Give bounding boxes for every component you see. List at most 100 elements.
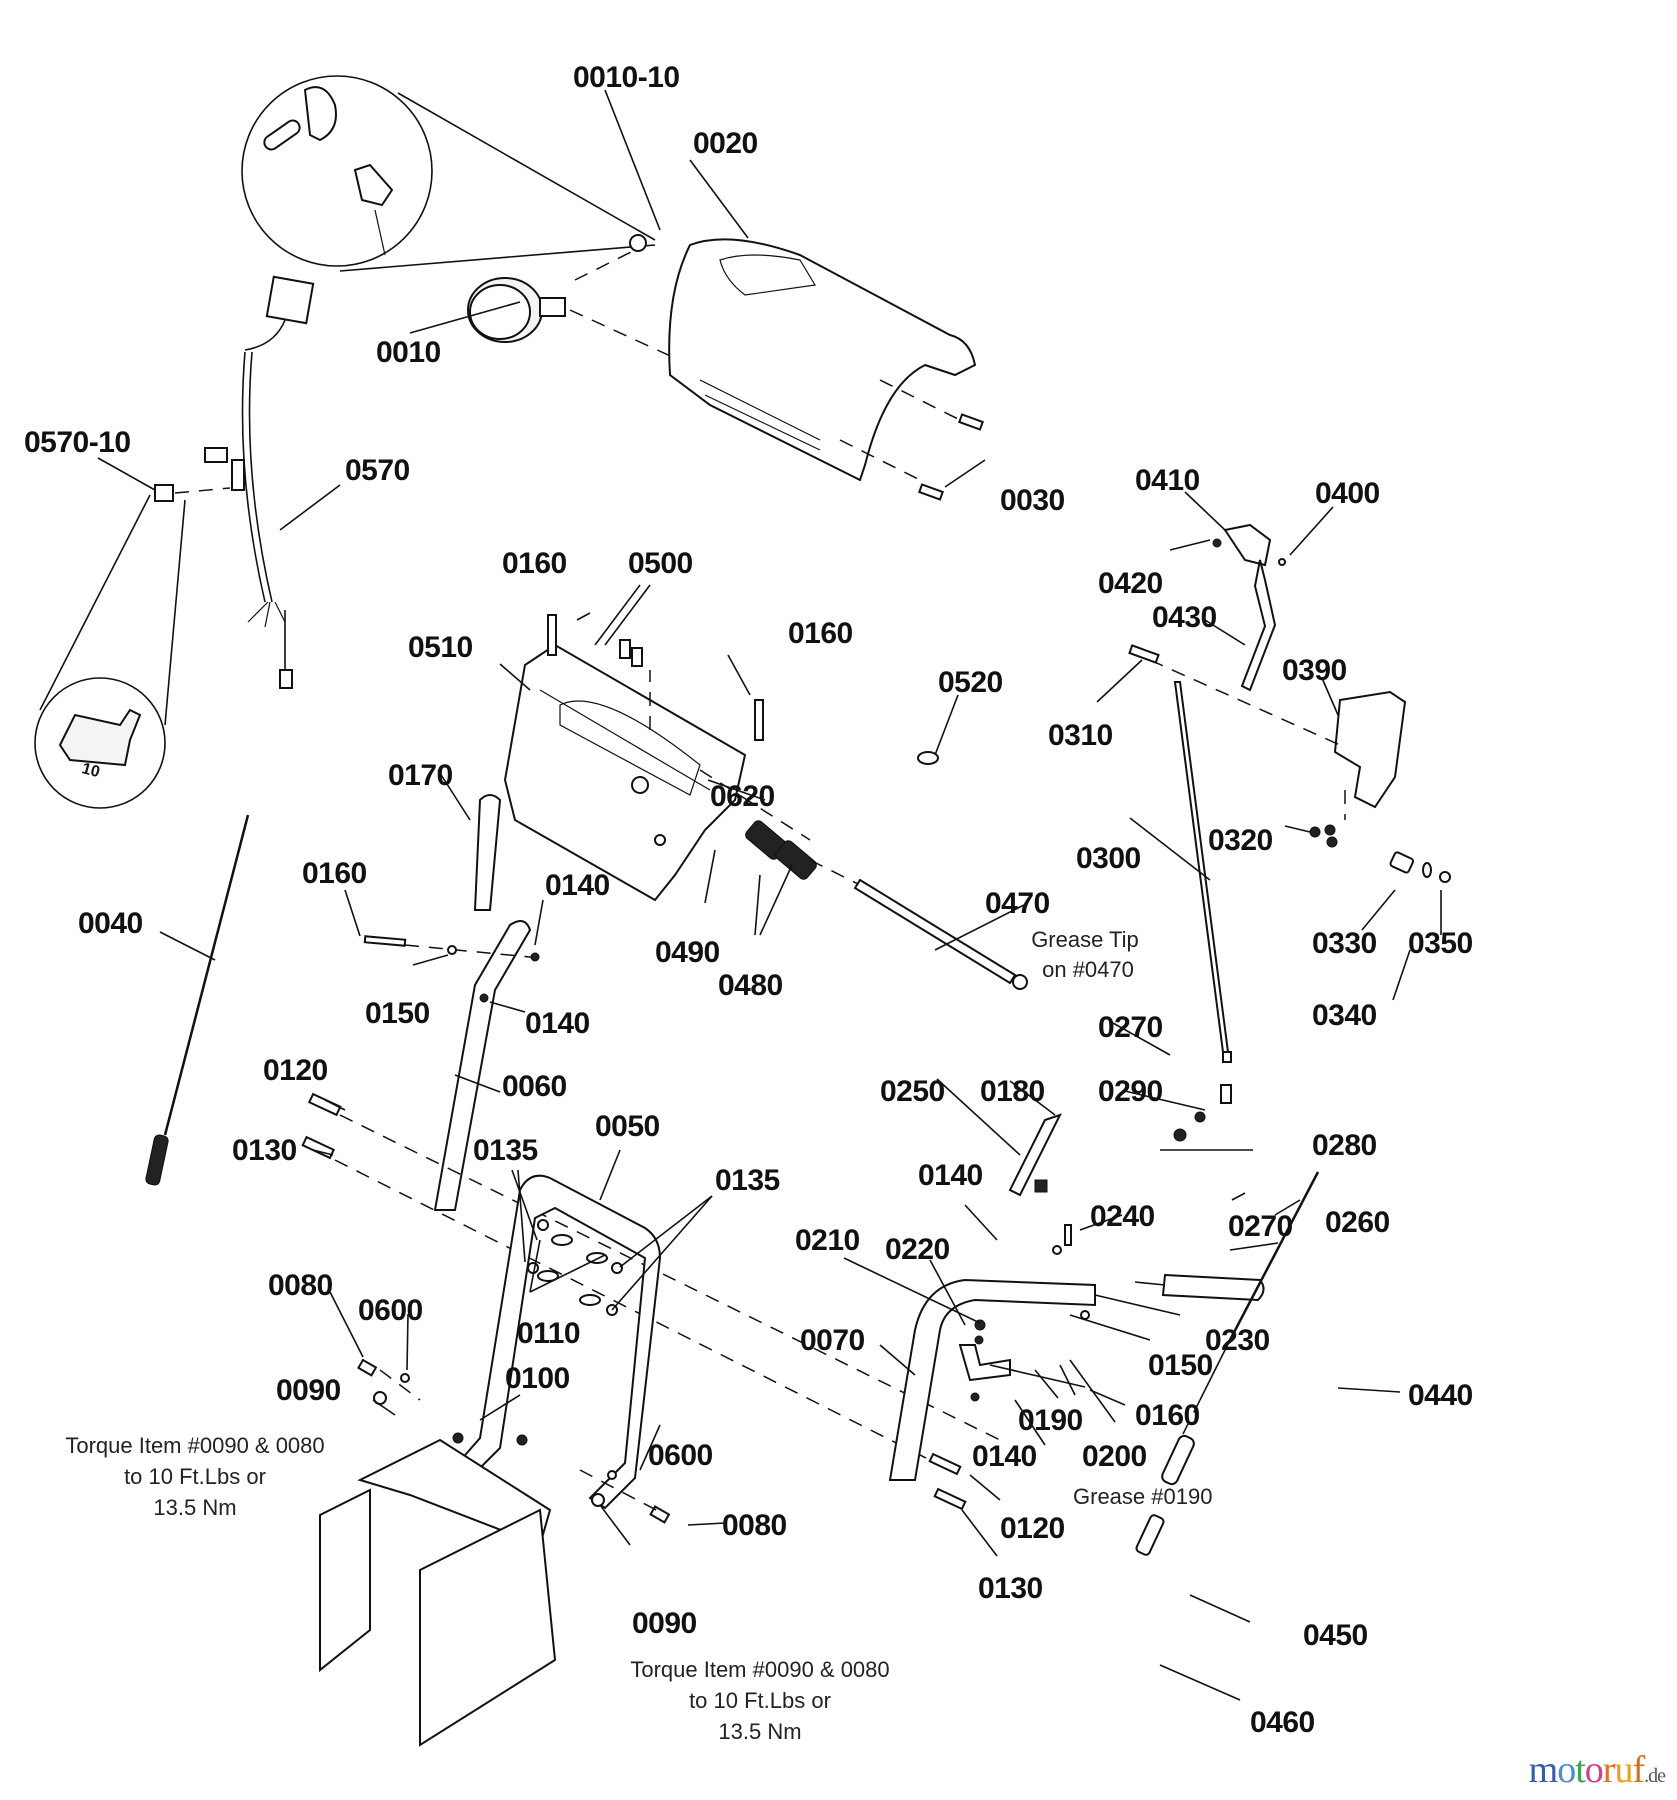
rod-fittings-0270-0290-0280	[1173, 1051, 1232, 1142]
watermark-letter: t	[1575, 1749, 1586, 1791]
callout-0150-a: 0150	[365, 997, 430, 1030]
callout-0010-10: 0010-10	[573, 61, 680, 94]
svg-text:Torque Item #0090 & 0080: Torque Item #0090 & 0080	[630, 1657, 889, 1682]
fuse-detail-inset: 10	[34, 484, 186, 809]
callout-0480: 0480	[718, 969, 783, 1002]
callout-0140-c: 0140	[918, 1159, 983, 1192]
callout-0470: 0470	[985, 887, 1050, 920]
callout-0120-a: 0120	[263, 1054, 328, 1087]
callout-0450: 0450	[1303, 1619, 1368, 1652]
callout-labels: 0010-10 0020 0010 0570-10 0570 0030 0410…	[24, 61, 1473, 1739]
springs-0480	[745, 820, 817, 880]
svg-text:13.5 Nm: 13.5 Nm	[153, 1495, 236, 1520]
callout-0300: 0300	[1076, 842, 1141, 875]
callout-0090-b: 0090	[632, 1607, 697, 1640]
headlight-0010	[467, 249, 691, 366]
callout-0310: 0310	[1048, 719, 1113, 752]
callout-0240: 0240	[1090, 1200, 1155, 1233]
callout-0030: 0030	[1000, 484, 1065, 517]
sleeve-0450	[1161, 1434, 1195, 1486]
callout-0270-a: 0270	[1098, 1011, 1163, 1044]
svg-text:Grease Tip: Grease Tip	[1031, 927, 1139, 952]
callout-0400: 0400	[1315, 477, 1380, 510]
callout-0280: 0280	[1312, 1129, 1377, 1162]
callout-0010: 0010	[376, 336, 441, 369]
bracket-0190	[958, 1344, 1011, 1382]
chute-rod-0300	[1173, 681, 1230, 1053]
callout-0490: 0490	[655, 936, 720, 969]
svg-text:to 10 Ft.Lbs or: to 10 Ft.Lbs or	[124, 1464, 266, 1489]
callout-0350: 0350	[1408, 927, 1473, 960]
callout-0080-b: 0080	[722, 1509, 787, 1542]
bolt-0160	[363, 935, 407, 947]
lower-handle-0050	[443, 1174, 662, 1510]
callout-0250: 0250	[880, 1075, 945, 1108]
note-grease-tip: Grease Tip on #0470	[1031, 927, 1139, 982]
callout-0130-a: 0130	[232, 1134, 297, 1167]
svg-text:13.5 Nm: 13.5 Nm	[718, 1719, 801, 1744]
callout-0570-10: 0570-10	[24, 426, 131, 459]
clip-0520	[917, 751, 939, 765]
motoruf-watermark: motoruf.de	[1528, 1748, 1666, 1792]
callout-0520: 0520	[938, 666, 1003, 699]
watermark-logo-text: motoruf	[1528, 1749, 1645, 1791]
crank-rod-0430	[1240, 559, 1277, 692]
note-torque-bottom: Torque Item #0090 & 0080 to 10 Ft.Lbs or…	[630, 1657, 889, 1744]
callout-0600-a: 0600	[358, 1294, 423, 1327]
callout-0170: 0170	[388, 759, 453, 792]
callout-0160-d: 0160	[1135, 1399, 1200, 1432]
dash-panel-0020	[668, 238, 984, 501]
leader-lines	[97, 89, 1442, 1701]
watermark-letter: f	[1632, 1749, 1645, 1791]
lever-bracket-0250	[1034, 1179, 1048, 1193]
callout-0110: 0110	[517, 1317, 580, 1350]
callout-0620: 0620	[710, 780, 775, 813]
crank-handle-0410	[1212, 523, 1286, 567]
wire-harness-0570	[174, 275, 315, 689]
callout-0510: 0510	[408, 631, 473, 664]
bushing-0150	[447, 945, 457, 955]
grip-0260	[1161, 1273, 1265, 1302]
callout-0135-b: 0135	[715, 1164, 780, 1197]
callout-0190: 0190	[1018, 1404, 1083, 1437]
bracket-0390	[1333, 690, 1407, 809]
callout-0135-a: 0135	[473, 1134, 538, 1167]
watermark-suffix: .de	[1644, 1765, 1666, 1787]
callout-0210: 0210	[795, 1224, 860, 1257]
frame-side-plates	[319, 1432, 557, 1747]
callout-0160-b: 0160	[788, 617, 853, 650]
callout-0140-a: 0140	[545, 869, 610, 902]
callout-0200: 0200	[1082, 1440, 1147, 1473]
callout-0230: 0230	[1205, 1324, 1270, 1357]
callout-0260: 0260	[1325, 1206, 1390, 1239]
callout-0100: 0100	[505, 1362, 570, 1395]
watermark-letter: r	[1602, 1749, 1616, 1791]
watermark-letter: u	[1614, 1749, 1633, 1791]
callout-0120-b: 0120	[1000, 1512, 1065, 1545]
callout-0070: 0070	[800, 1324, 865, 1357]
washer-0340	[1422, 862, 1432, 878]
bolt-0310	[1128, 644, 1160, 664]
callout-0080-a: 0080	[268, 1269, 333, 1302]
bulb-icon	[263, 86, 394, 256]
callout-0150-b: 0150	[1148, 1349, 1213, 1382]
callout-0570: 0570	[345, 454, 410, 487]
rod-0470	[809, 859, 1028, 990]
callout-0140-b: 0140	[525, 1007, 590, 1040]
watermark-letter: o	[1557, 1749, 1576, 1791]
callout-0220: 0220	[885, 1233, 950, 1266]
callout-0270-b: 0270	[1228, 1210, 1293, 1243]
pin-0240	[1064, 1224, 1072, 1246]
fuse-icon: 10	[58, 708, 142, 781]
callout-0160-a: 0160	[502, 547, 567, 580]
cable-0040	[145, 814, 250, 1186]
nuts-0320	[1309, 824, 1338, 848]
watermark-letter: o	[1584, 1749, 1604, 1791]
note-grease-0190: Grease #0190	[1073, 1484, 1212, 1509]
callout-0500: 0500	[628, 547, 693, 580]
pin-0490	[654, 834, 666, 846]
watermark-letter: m	[1528, 1749, 1559, 1791]
cable-0440	[1135, 1171, 1320, 1556]
callout-0600-b: 0600	[648, 1439, 713, 1472]
callout-0440: 0440	[1408, 1379, 1473, 1412]
